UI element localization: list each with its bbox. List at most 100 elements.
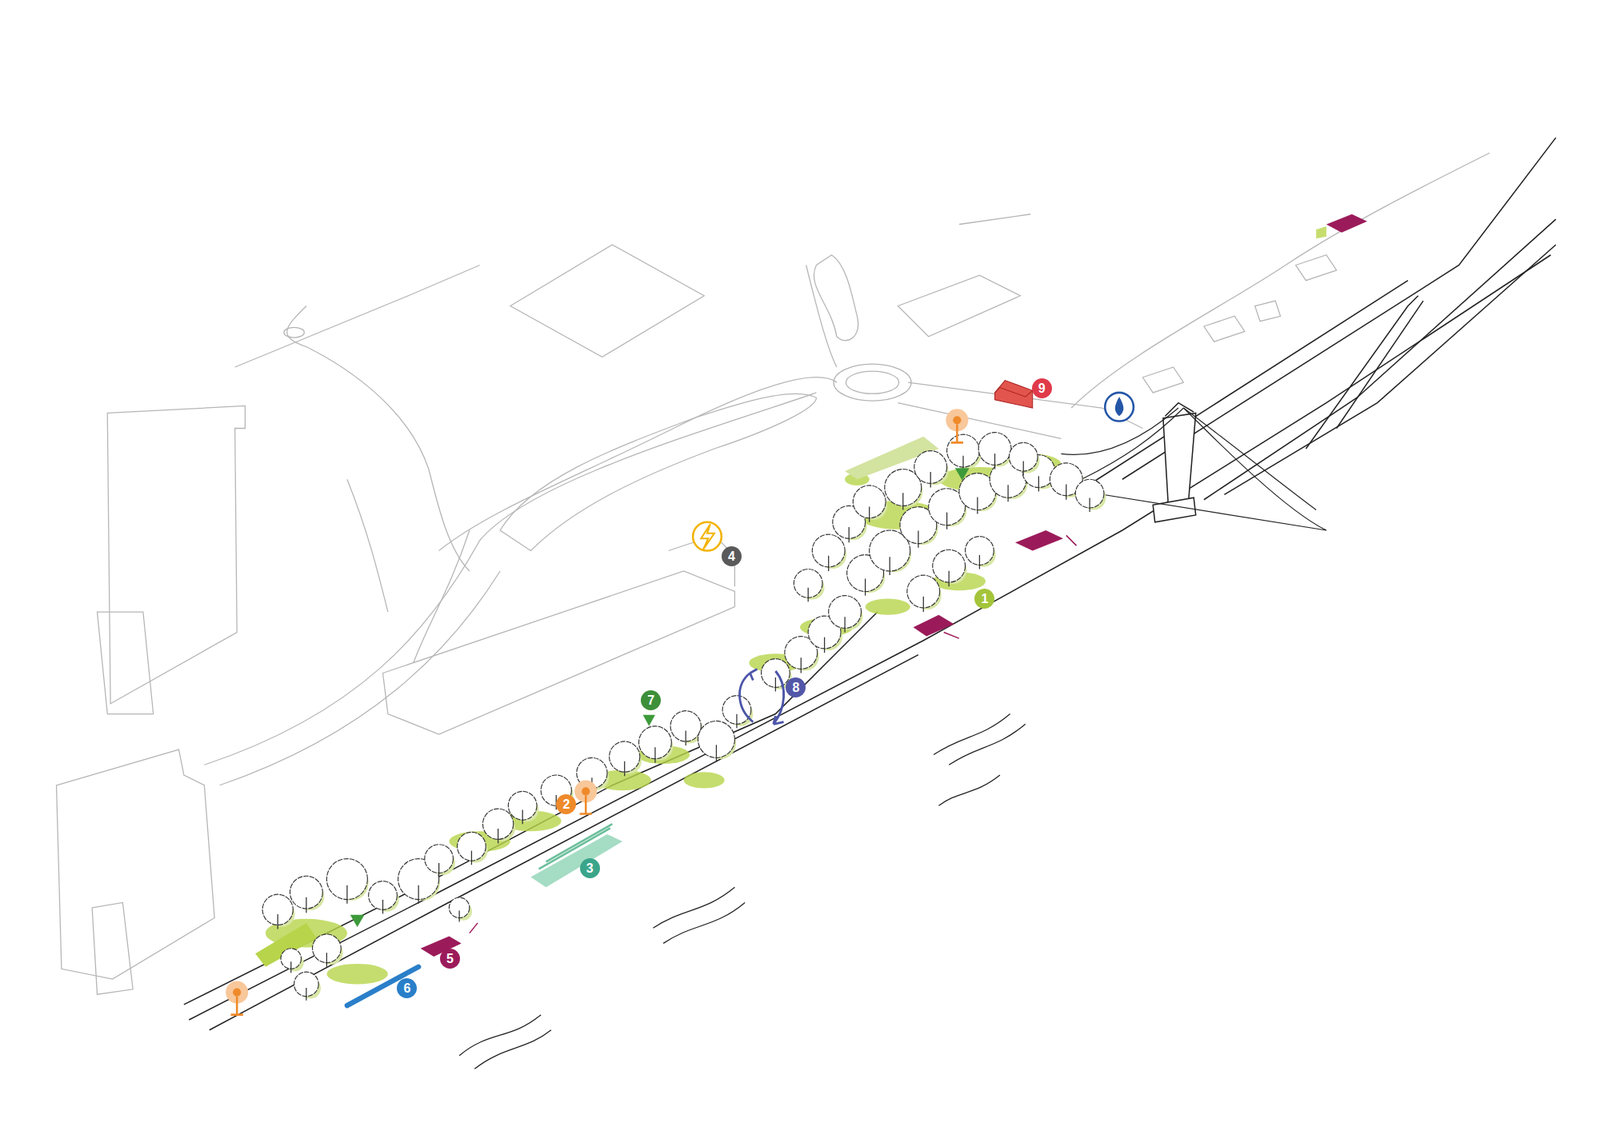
illustration-part bbox=[188, 255, 1551, 1020]
illustration-part bbox=[56, 749, 216, 980]
callout-number: 6 bbox=[403, 981, 411, 996]
vegetation bbox=[865, 598, 911, 615]
illustration-part bbox=[347, 479, 388, 612]
illustration-part bbox=[1081, 408, 1184, 480]
illustration-part bbox=[1015, 530, 1064, 552]
illustration-part bbox=[952, 416, 961, 424]
vegetation bbox=[994, 453, 996, 469]
vegetation bbox=[457, 832, 488, 865]
vegetation bbox=[948, 571, 950, 587]
illustration-part bbox=[347, 967, 419, 1006]
vegetation bbox=[438, 863, 440, 878]
vegetation bbox=[280, 948, 304, 974]
illustration-part bbox=[692, 522, 722, 552]
vegetation bbox=[1065, 484, 1067, 500]
illustration-part bbox=[663, 902, 745, 944]
vegetation bbox=[848, 527, 850, 543]
vegetation bbox=[800, 657, 802, 673]
illustration-part bbox=[833, 364, 912, 401]
illustration-part bbox=[231, 996, 244, 1016]
vegetation bbox=[965, 536, 996, 570]
illustration-part bbox=[92, 902, 133, 995]
illustration-part bbox=[951, 424, 964, 443]
illustration-part bbox=[97, 612, 154, 715]
callout-circle: 3 bbox=[580, 858, 600, 879]
vegetation bbox=[812, 534, 847, 572]
vegetation bbox=[864, 578, 866, 596]
illustration-part bbox=[1104, 392, 1134, 422]
vegetation bbox=[654, 747, 656, 763]
illustration-part bbox=[56, 152, 1490, 995]
illustration-part bbox=[581, 787, 590, 796]
vegetation bbox=[482, 808, 515, 844]
illustration-part bbox=[948, 724, 1026, 765]
vegetation bbox=[889, 556, 891, 576]
illustration-part bbox=[500, 393, 816, 551]
vegetation bbox=[262, 894, 295, 929]
illustration-part bbox=[232, 988, 241, 996]
illustration-part bbox=[813, 255, 858, 341]
illustration-part bbox=[209, 655, 919, 1031]
callout-number: 2 bbox=[562, 797, 570, 812]
illustration-part bbox=[897, 403, 1061, 440]
vegetation bbox=[639, 726, 674, 764]
illustration-part bbox=[220, 571, 501, 786]
callout-number: 3 bbox=[586, 861, 594, 876]
vegetation bbox=[828, 596, 864, 633]
callout-circle: 1 bbox=[974, 588, 995, 609]
vegetation bbox=[277, 914, 279, 929]
callout-number: 4 bbox=[728, 549, 736, 564]
illustration-part bbox=[1115, 396, 1124, 416]
callout-number: 5 bbox=[446, 952, 454, 966]
illustration-part bbox=[439, 377, 837, 552]
illustration-part bbox=[652, 887, 735, 928]
illustration-part bbox=[913, 615, 955, 637]
illustration-part bbox=[539, 824, 613, 869]
illustration-part bbox=[1071, 489, 1327, 531]
vegetation bbox=[624, 761, 625, 776]
vegetation bbox=[917, 531, 919, 548]
vegetation bbox=[497, 828, 499, 844]
callout-number: 7 bbox=[647, 693, 655, 708]
vegetation bbox=[824, 637, 825, 653]
illustration-part bbox=[235, 265, 480, 368]
callout-circle: 2 bbox=[556, 794, 576, 815]
vegetation bbox=[290, 961, 292, 973]
vegetation bbox=[1023, 461, 1024, 476]
vegetation bbox=[326, 964, 388, 985]
vegetation bbox=[305, 897, 307, 913]
illustration-part bbox=[773, 671, 784, 724]
vegetation bbox=[522, 810, 524, 825]
vegetation bbox=[844, 616, 845, 632]
illustration-part bbox=[643, 715, 656, 727]
vegetation bbox=[1038, 476, 1040, 492]
callout-circle: 6 bbox=[396, 978, 417, 999]
illustration-part bbox=[383, 571, 736, 735]
illustration-part bbox=[740, 673, 754, 723]
vegetation bbox=[722, 696, 753, 729]
illustration-part bbox=[750, 668, 758, 680]
illustration-part bbox=[959, 214, 1031, 225]
vegetation bbox=[508, 791, 539, 824]
illustration-part bbox=[773, 716, 784, 724]
illustration-part bbox=[204, 392, 816, 765]
vegetation bbox=[424, 844, 456, 878]
illustration-part bbox=[255, 432, 1106, 1001]
vegetation bbox=[808, 588, 809, 603]
illustration-part bbox=[1204, 219, 1556, 500]
illustration-part bbox=[700, 524, 715, 550]
illustration-part bbox=[1296, 255, 1337, 281]
illustration-part bbox=[1204, 316, 1245, 342]
illustration-part bbox=[1316, 226, 1327, 239]
illustration-part bbox=[1224, 244, 1556, 495]
vegetation bbox=[697, 720, 736, 762]
vegetation bbox=[902, 492, 904, 510]
callout-circle: 5 bbox=[440, 948, 460, 969]
vegetation bbox=[382, 900, 384, 915]
vegetation bbox=[979, 555, 980, 570]
vegetation bbox=[793, 568, 824, 602]
illustration-part bbox=[225, 214, 1368, 1016]
illustration-part bbox=[184, 612, 878, 1005]
illustration-part bbox=[995, 388, 1033, 397]
illustration-part bbox=[1081, 280, 1408, 490]
